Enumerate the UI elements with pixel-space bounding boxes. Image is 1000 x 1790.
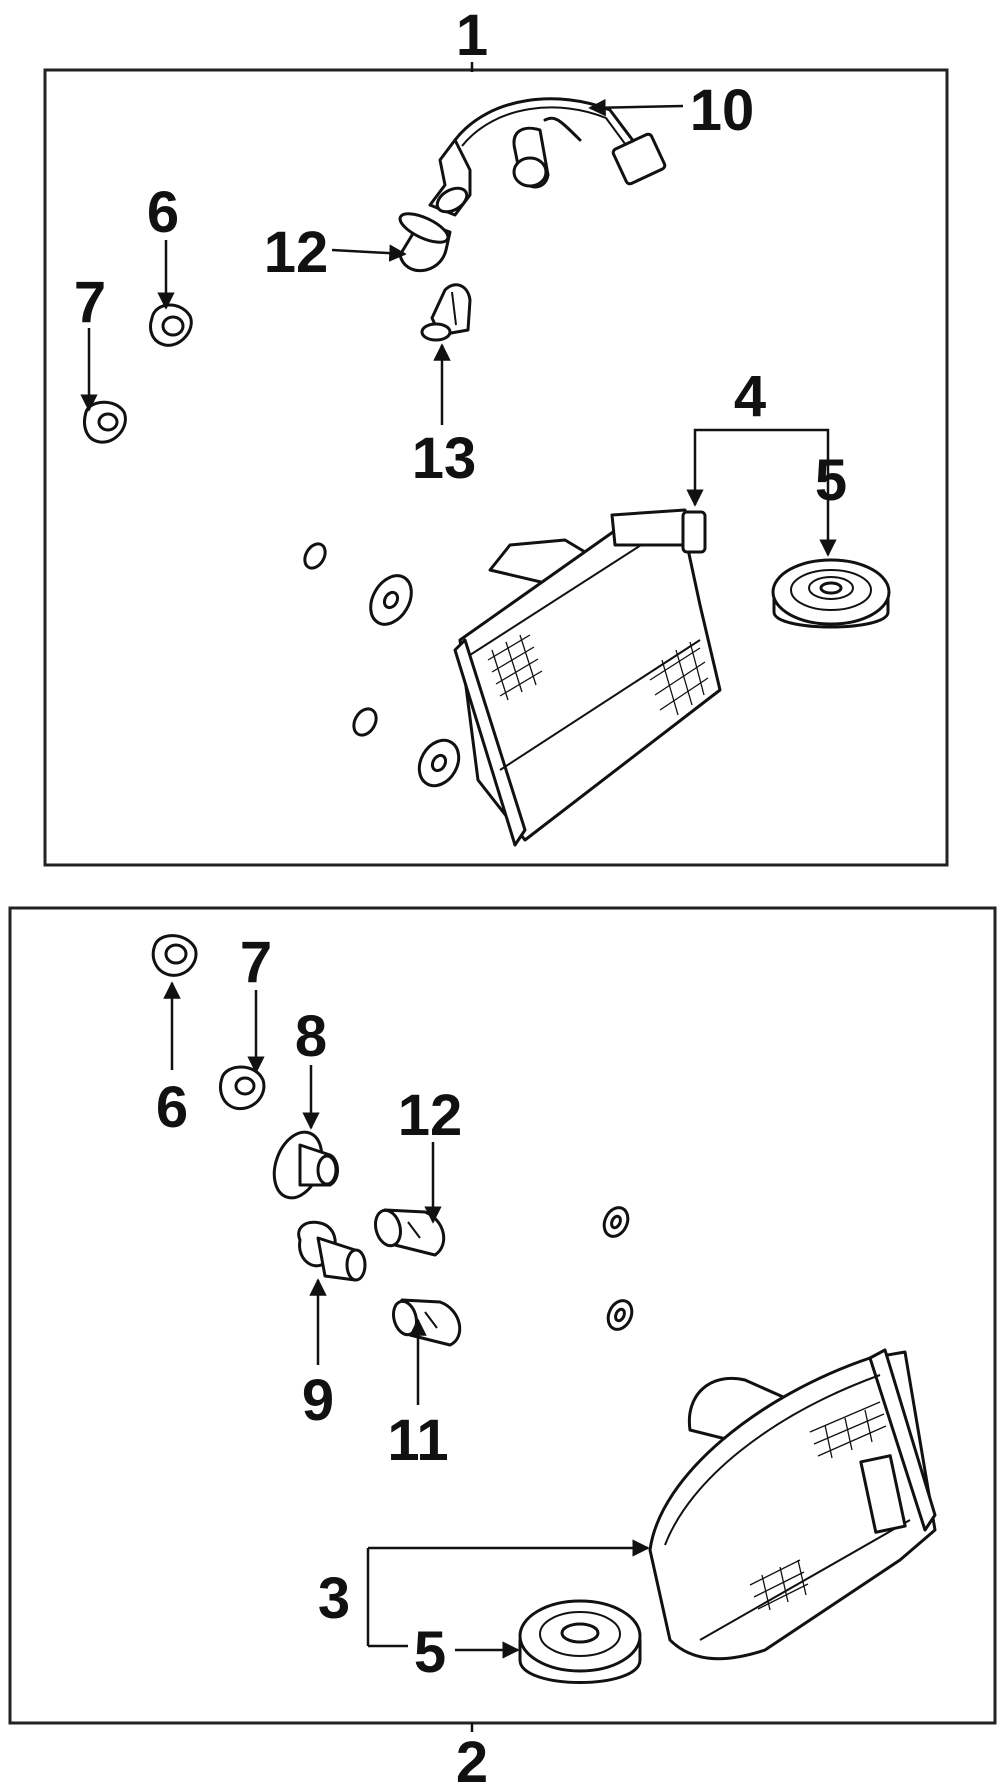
top-assembly-group: 1 10 12 13 [43,3,949,867]
callout-3: 3 [318,1566,350,1631]
nut-7-bottom-part [219,1065,266,1111]
grommet-6-top-part [149,303,193,347]
callout-7-bottom: 7 [240,930,272,995]
callout-6-bottom: 6 [156,1075,188,1140]
bottom-assembly-frame [8,906,997,1725]
callout-12-top: 12 [264,220,329,285]
callout-1: 1 [456,3,488,68]
callout-10: 10 [690,78,755,143]
callout-12-bottom: 12 [398,1083,463,1148]
callout-2: 2 [456,1730,488,1790]
wiring-harness-part [428,97,667,217]
seal-5-bottom-part [518,1599,642,1684]
seal-5-top-part [771,558,891,629]
lamp-4-lens-hatch [487,634,709,716]
bulb-11-part [391,1298,462,1347]
top-assembly-frame [43,68,949,867]
callout-11: 11 [387,1408,448,1473]
nut-7-top-part [83,400,127,444]
grommet-6-bottom-part [151,934,198,977]
callout-13: 13 [412,426,477,491]
callout-10-leader [588,98,684,117]
callout-12-top-leader [331,244,407,262]
callout-8: 8 [295,1004,327,1069]
callout-4-leader-left [686,428,755,507]
lamp-assembly-3-part [648,1348,937,1661]
callout-5-top: 5 [815,448,847,513]
bulb-13-part [420,283,472,342]
lamp-assembly-4-part [453,508,722,847]
callout-4-leader-right [755,428,837,557]
washer-parts-top [303,542,461,788]
callout-4: 4 [734,364,766,429]
socket-9-part [297,1220,367,1282]
callout-9: 9 [302,1368,334,1433]
callout-6-top: 6 [147,180,179,245]
bottom-assembly-group: 2 6 7 8 9 [8,906,997,1790]
callout-5-bottom: 5 [414,1620,446,1685]
socket-8-part [272,1130,339,1200]
callout-7-top: 7 [74,270,106,335]
bulb-12-top-part [398,212,452,272]
washer-parts-bottom [602,1206,634,1331]
lamp-3-lens-hatch [749,1401,887,1611]
